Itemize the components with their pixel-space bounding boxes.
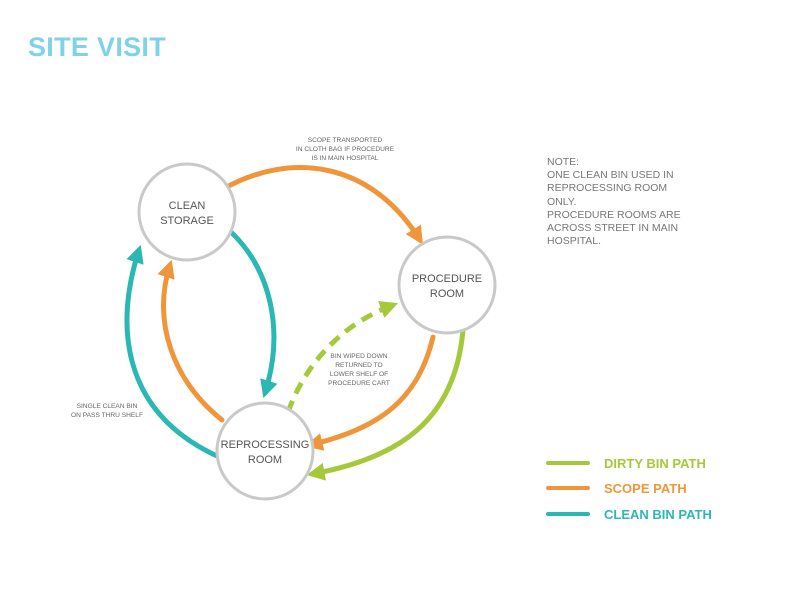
legend-swatch [546,461,590,465]
node-label-line: STORAGE [160,215,214,227]
annotation-single-clean-bin: SINGLE CLEAN BIN ON PASS THRU SHELF [71,403,143,419]
note-line: ACROSS STREET IN MAIN [547,222,679,235]
node-label-line: PROCEDURE [412,273,482,285]
page-title: SITE VISIT [28,32,167,62]
clean-arrow-storage-to-reprocessing [229,230,278,399]
node-label-line: ROOM [430,288,464,300]
node-label-line: ROOM [248,454,282,466]
annotation-line: LOWER SHELF OF [330,371,388,378]
legend-label: CLEAN BIN PATH [604,506,712,522]
legend-item-scope-path: SCOPE PATH [546,480,687,496]
note-line: PROCEDURE ROOMS ARE [547,208,681,221]
note-text: NOTE: ONE CLEAN BIN USED IN REPROCESSING… [547,156,707,248]
annotation-line: IN CLOTH BAG IF PROCEDURE [296,146,395,153]
node-procedure-room: PROCEDURE ROOM [397,235,497,335]
scope-arrow-storage-to-procedure [222,165,423,245]
legend-swatch [546,512,590,516]
annotation-line: ON PASS THRU SHELF [71,412,143,419]
dirty-arrow-procedure-to-reprocessing [306,327,466,481]
node-label-line: CLEAN [169,200,206,212]
legend-swatch [546,486,590,490]
note-line: HOSPITAL. [547,235,602,248]
clean-arrow-reprocessing-to-storage [124,244,220,459]
annotation-line: IS IN MAIN HOSPITAL [312,155,379,162]
note-line: REPROCESSING ROOM [547,182,668,195]
node-reprocessing-room: REPROCESSING ROOM [215,401,315,501]
node-label-line: REPROCESSING [221,439,310,451]
legend-item-dirty-bin-path: DIRTY BIN PATH [546,455,706,471]
note-line: ONLY. [547,195,577,208]
legend-label: SCOPE PATH [604,480,687,496]
annotation-line: BIN WIPED DOWN [330,353,387,360]
annotation-scope-transport: SCOPE TRANSPORTED IN CLOTH BAG IF PROCED… [296,137,395,162]
legend-label: DIRTY BIN PATH [604,455,706,471]
annotation-line: RETURNED TO [335,362,382,369]
annotation-line: SCOPE TRANSPORTED [308,137,383,144]
note-line: ONE CLEAN BIN USED IN [547,169,674,182]
scope-arrow-reprocessing-to-storage [157,259,225,423]
legend-item-clean-bin-path: CLEAN BIN PATH [546,506,712,522]
annotation-line: PROCEDURE CART [328,380,390,387]
scope-arrow-procedure-to-reprocessing [304,334,436,451]
note-line: NOTE: [547,156,580,168]
node-clean-storage: CLEAN STORAGE [137,162,237,262]
annotation-line: SINGLE CLEAN BIN [77,403,138,410]
annotation-bin-wiped: BIN WIPED DOWN RETURNED TO LOWER SHELF O… [328,353,390,387]
